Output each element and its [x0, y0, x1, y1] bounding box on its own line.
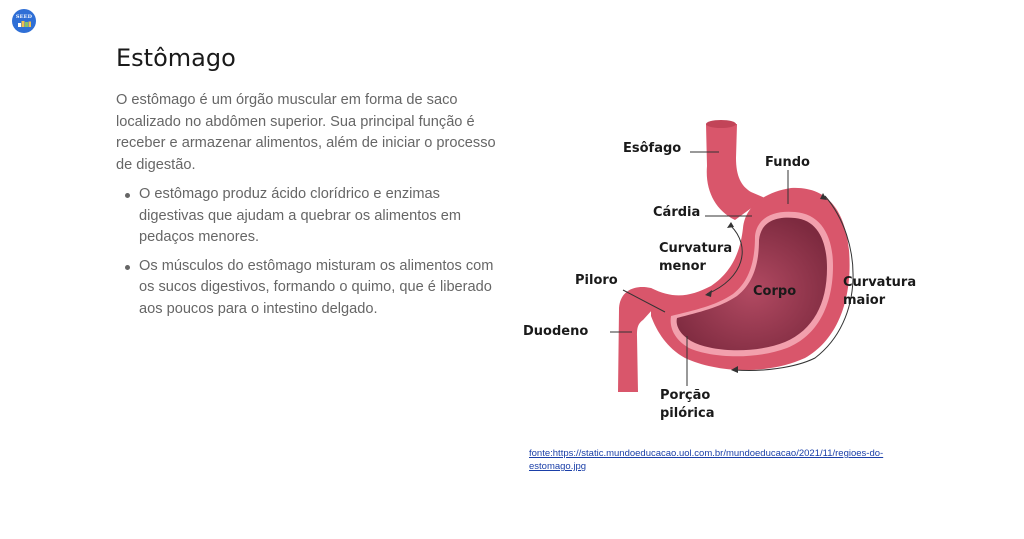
bullet-item: O estômago produz ácido clorídrico e enz… [116, 184, 496, 249]
bullet-item: Os músculos do estômago misturam os alim… [116, 256, 496, 321]
label-corpo: Corpo [753, 284, 796, 299]
bullet-icon [125, 264, 130, 270]
books-icon [18, 21, 31, 27]
bullet-text: Os músculos do estômago misturam os alim… [139, 257, 494, 317]
label-cardia: Cárdia [653, 205, 700, 220]
label-esofago: Esôfago [623, 141, 681, 156]
source-link[interactable]: fonte:https://static.mundoeducacao.uol.c… [529, 448, 884, 472]
bullet-list: O estômago produz ácido clorídrico e enz… [116, 184, 496, 327]
label-curvatura-menor-2: menor [659, 259, 707, 274]
label-porcao-2: pilórica [660, 406, 715, 421]
page-title: Estômago [116, 44, 236, 72]
label-porcao: Porção [660, 388, 710, 403]
label-piloro: Piloro [575, 273, 618, 288]
intro-paragraph: O estômago é um órgão muscular em forma … [116, 92, 496, 173]
logo-text: SEED [15, 14, 33, 20]
label-curvatura-menor: Curvatura [659, 241, 732, 256]
label-duodeno: Duodeno [523, 324, 588, 339]
stomach-illustration: Esôfago Fundo Cárdia Curvatura menor Pil… [523, 120, 916, 421]
stomach-diagram: Esôfago Fundo Cárdia Curvatura menor Pil… [515, 110, 925, 430]
bullet-text: O estômago produz ácido clorídrico e enz… [139, 186, 462, 245]
label-curvatura-maior: Curvatura [843, 275, 916, 290]
logo: SEED [12, 9, 36, 33]
label-curvatura-maior-2: maior [843, 293, 886, 308]
label-fundo: Fundo [765, 155, 810, 170]
bullet-icon [125, 193, 130, 198]
